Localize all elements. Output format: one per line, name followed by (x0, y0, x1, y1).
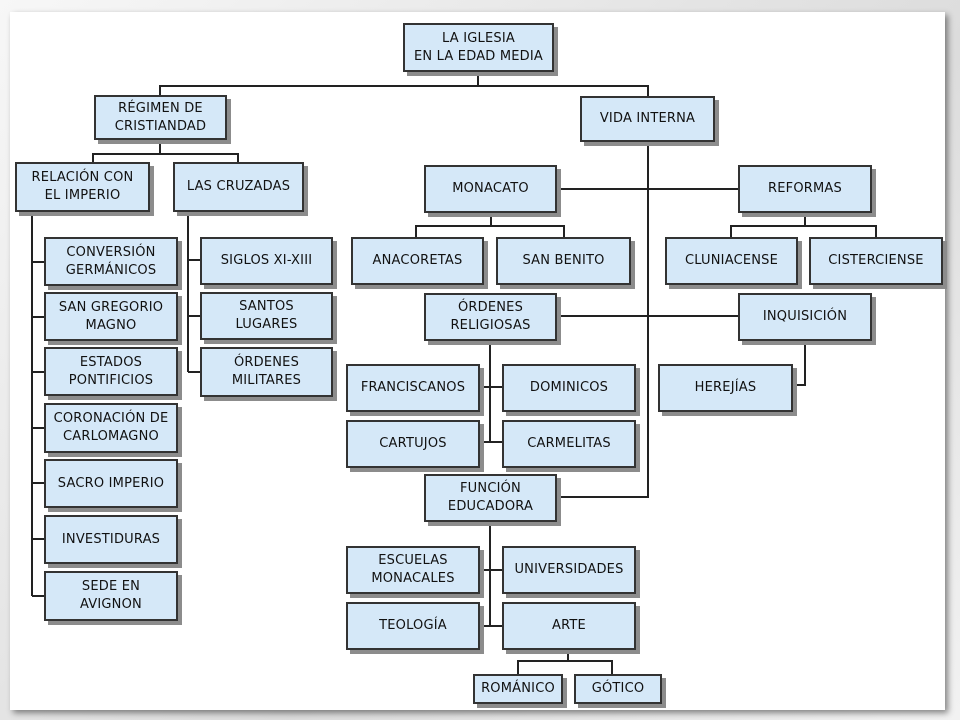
cruzadas-item-santos-lugares: SANTOS LUGARES (200, 292, 333, 340)
root-node: LA IGLESIA EN LA EDAD MEDIA (403, 23, 554, 72)
franciscanos-node: FRANCISCANOS (346, 364, 480, 412)
regimen-node: RÉGIMEN DE CRISTIANDAD (94, 95, 227, 140)
anacoretas-node: ANACORETAS (351, 237, 484, 285)
arte-node: ARTE (502, 602, 636, 650)
cartujos-node: CARTUJOS (346, 420, 480, 468)
dominicos-node: DOMINICOS (502, 364, 636, 412)
herejias-node: HEREJÍAS (658, 364, 793, 412)
monacato-node: MONACATO (424, 165, 557, 213)
escuelas-monacales-node: ESCUELAS MONACALES (346, 546, 480, 594)
carmelitas-node: CARMELITAS (502, 420, 636, 468)
cruzadas-node: LAS CRUZADAS (173, 162, 304, 212)
cruzadas-item-ordenes-militares: ÓRDENES MILITARES (200, 347, 333, 397)
cluniacense-node: CLUNIACENSE (665, 237, 798, 285)
imperio-item-coronacion: CORONACIÓN DE CARLOMAGNO (44, 403, 178, 453)
inquisicion-node: INQUISICIÓN (738, 293, 872, 341)
imperio-item-sacro-imperio: SACRO IMPERIO (44, 459, 178, 508)
imperio-item-avignon: SEDE EN AVIGNON (44, 571, 178, 621)
ordenes-religiosas-node: ÓRDENES RELIGIOSAS (424, 293, 557, 341)
vida-interna-node: VIDA INTERNA (580, 96, 715, 142)
teologia-node: TEOLOGÍA (346, 602, 480, 650)
gotico-node: GÓTICO (574, 674, 662, 704)
imperio-item-conversion: CONVERSIÓN GERMÁNICOS (44, 237, 178, 286)
imperio-item-san-gregorio: SAN GREGORIO MAGNO (44, 292, 178, 341)
imperio-item-investiduras: INVESTIDURAS (44, 515, 178, 564)
funcion-educadora-node: FUNCIÓN EDUCADORA (424, 474, 557, 522)
universidades-node: UNIVERSIDADES (502, 546, 636, 594)
san-benito-node: SAN BENITO (496, 237, 631, 285)
imperio-item-estados-pontificios: ESTADOS PONTIFICIOS (44, 347, 178, 396)
reformas-node: REFORMAS (738, 165, 872, 213)
cisterciense-node: CISTERCIENSE (809, 237, 943, 285)
cruzadas-item-siglos: SIGLOS XI-XIII (200, 237, 333, 285)
relacion-imperio-node: RELACIÓN CON EL IMPERIO (15, 162, 150, 212)
romanico-node: ROMÁNICO (473, 674, 563, 704)
